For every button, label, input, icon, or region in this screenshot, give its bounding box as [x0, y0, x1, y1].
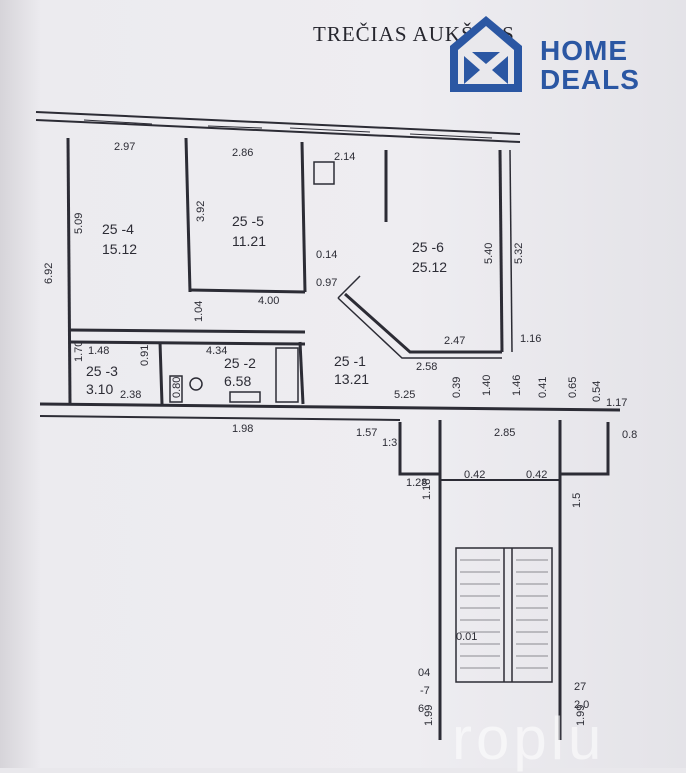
wall-2-1 — [298, 341, 305, 405]
outer-wall-top — [35, 111, 521, 135]
wall-4-5 — [184, 137, 192, 293]
dimension: 1.28 — [406, 477, 427, 489]
room-1-area: 13.21 — [334, 371, 369, 387]
toilet — [189, 377, 203, 391]
dimension: 2.86 — [232, 147, 253, 159]
dimension: 2.38 — [120, 389, 141, 401]
dimension: 1.16 — [520, 333, 541, 345]
wall-3-2 — [158, 341, 164, 405]
room-5-area: 11.21 — [232, 233, 266, 249]
logo-line-2: DEALS — [540, 64, 640, 95]
dimension: 0.80 — [171, 377, 183, 398]
dimension: 1.46 — [511, 375, 523, 396]
dimension: 0.14 — [316, 249, 337, 261]
dimension: 3.92 — [195, 201, 207, 222]
room-4-area: 15.12 — [102, 241, 137, 257]
plan-fragment: 2.0 — [574, 699, 589, 711]
dimension: 0.42 — [526, 469, 547, 481]
outer-wall-right — [498, 149, 504, 353]
dimension: 0.91 — [139, 345, 151, 366]
dimension: 0.01 — [456, 631, 477, 643]
outer-wall-left — [66, 137, 72, 405]
dimension: 0.97 — [316, 277, 337, 289]
room-2-area: 6.58 — [224, 373, 251, 389]
dimension: 2.58 — [416, 361, 437, 373]
outer-wall-top-inner — [35, 119, 521, 143]
dimension: 1.40 — [481, 375, 493, 396]
dimension: 5.09 — [73, 213, 85, 234]
dimension: 1.57 — [356, 427, 377, 439]
room-1-id: 25 -1 — [334, 353, 366, 369]
wall-5-bottom — [189, 288, 306, 294]
plan-fragment: 27 — [574, 681, 586, 693]
wall-5-6 — [300, 141, 307, 293]
dimension: 5.32 — [513, 243, 525, 264]
dimension: 4.34 — [206, 345, 227, 357]
dimension: 0.54 — [591, 381, 603, 402]
electric-panel — [313, 161, 335, 185]
dimension: 1.04 — [193, 301, 205, 322]
window-2 — [207, 125, 263, 129]
outer-wall-bottom — [39, 402, 621, 412]
dimension: 1.98 — [232, 423, 253, 435]
home-deals-logo — [450, 16, 522, 92]
dimension: 6.92 — [43, 263, 55, 284]
dimension: 1.70 — [73, 341, 85, 362]
room-3-area: 3.10 — [86, 381, 113, 397]
room-2-id: 25 -2 — [224, 355, 256, 371]
plan-fragment: -7 — [420, 685, 430, 697]
dimension: 2.97 — [114, 141, 135, 153]
logo-line-1: HOME — [540, 35, 628, 66]
dimension: 4.00 — [258, 295, 279, 307]
watermark: roplu — [452, 705, 606, 772]
plan-fragment: 6 — [418, 703, 424, 715]
room-5-id: 25 -5 — [232, 213, 264, 229]
dimension: 1.99 — [423, 705, 435, 726]
dimension: 5.40 — [483, 243, 495, 264]
plan-fragment: 1.5 — [571, 493, 583, 508]
dimension: 1.18 — [421, 479, 433, 500]
room-6-id: 25 -6 — [412, 239, 444, 255]
dimension: 5.25 — [394, 389, 415, 401]
dimension: 0.42 — [464, 469, 485, 481]
dimension: 1.48 — [88, 345, 109, 357]
dimension: 0.8 — [622, 429, 637, 441]
plan-fragment: 1:3 — [382, 437, 397, 449]
window-4 — [409, 133, 493, 139]
dimension: 1.99 — [575, 705, 587, 726]
dimension: 0.39 — [451, 377, 463, 398]
dimension: 2.14 — [334, 151, 355, 163]
plan-fragment: 04 — [418, 667, 430, 679]
dimension: 1.17 — [606, 397, 627, 409]
wall-4-bottom — [69, 328, 306, 334]
dimension: 0.65 — [567, 377, 579, 398]
diagonal-wall — [344, 292, 502, 354]
logo-text: HOME DEALS — [540, 36, 640, 94]
dimension: 2.85 — [494, 427, 515, 439]
bathtub — [275, 347, 299, 403]
window-3 — [289, 127, 371, 133]
room-3-id: 25 -3 — [86, 363, 118, 379]
room-6-area: 25.12 — [412, 259, 447, 275]
dimension: 2.47 — [444, 335, 465, 347]
dimension: 0.41 — [537, 377, 549, 398]
window-1 — [83, 119, 153, 125]
room-4-id: 25 -4 — [102, 221, 134, 237]
